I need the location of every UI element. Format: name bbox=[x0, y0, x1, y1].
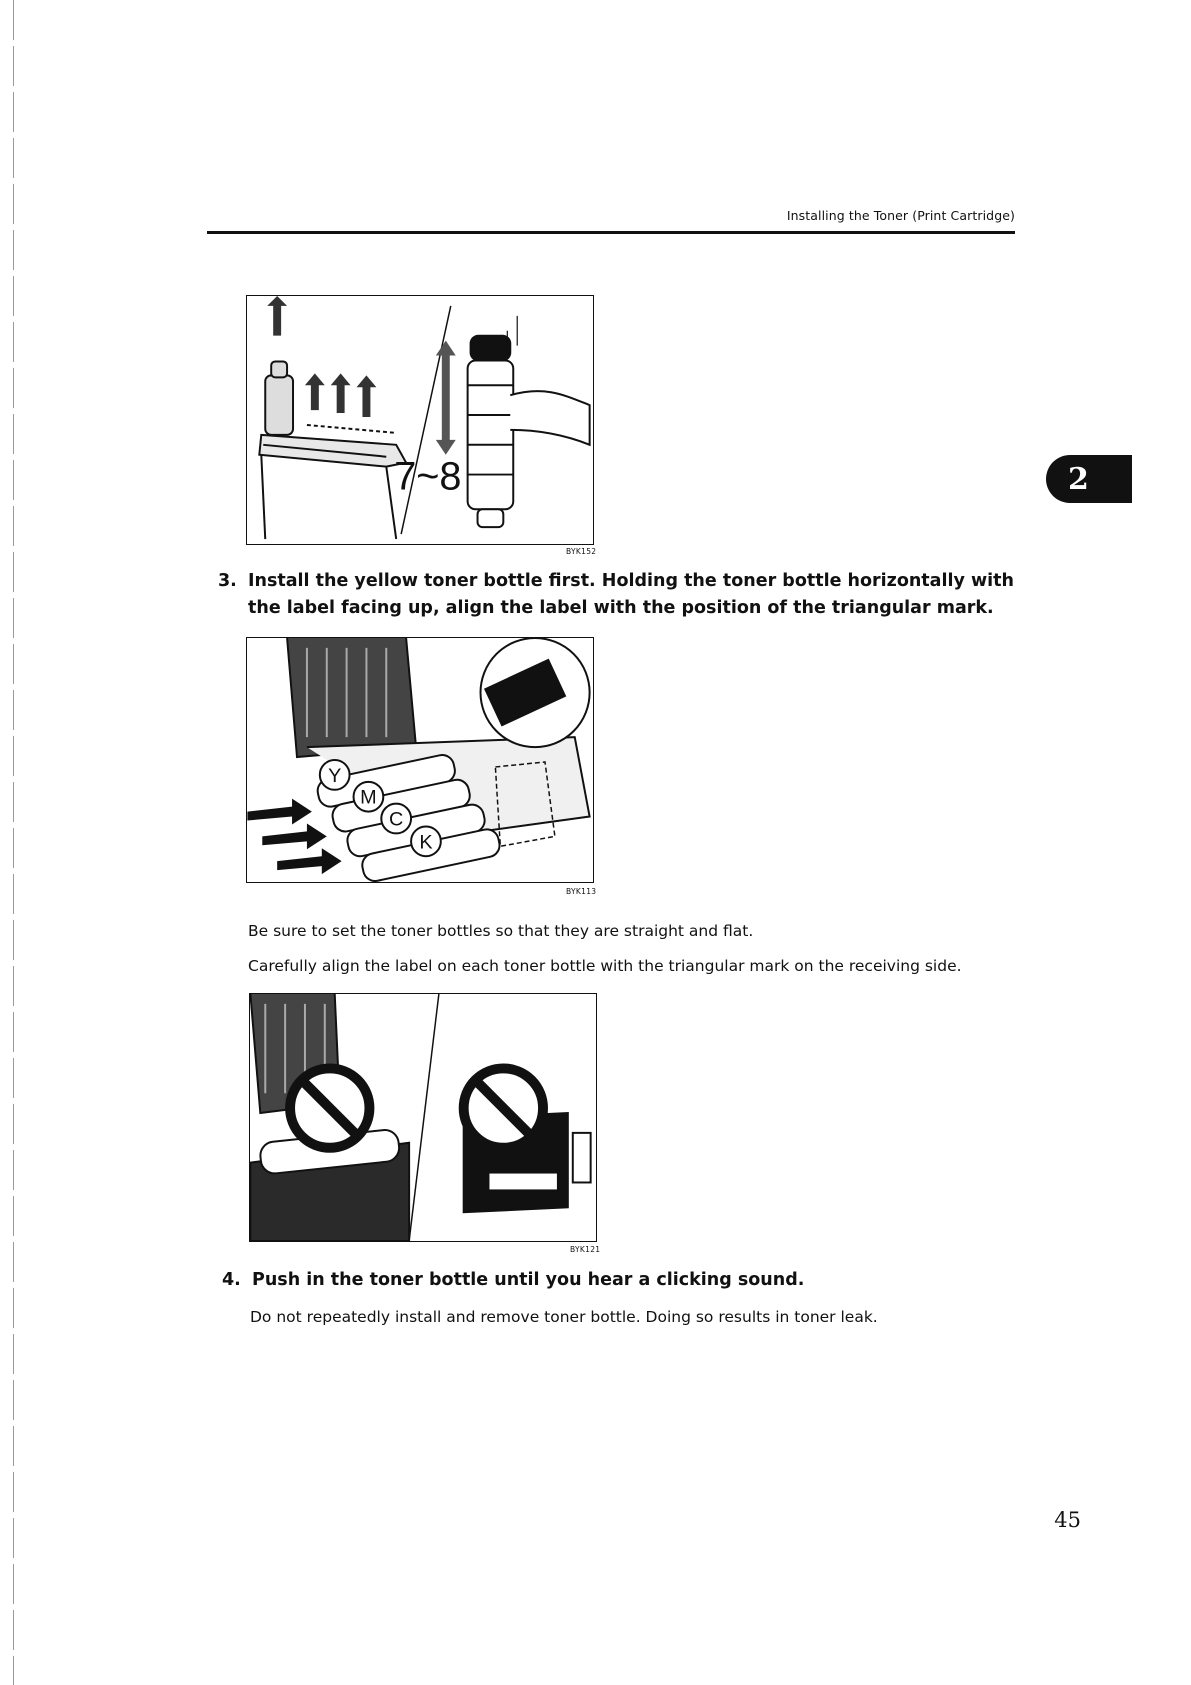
binding-edge-line bbox=[13, 0, 14, 1685]
shake-count-label: 7~8 bbox=[394, 454, 461, 498]
up-down-arrow-icon bbox=[435, 340, 456, 455]
color-label-magenta: M bbox=[360, 787, 377, 809]
figure-code: BYK152 bbox=[566, 547, 597, 556]
note-toner-leak: Do not repeatedly install and remove ton… bbox=[250, 1308, 878, 1326]
color-label-black: K bbox=[419, 831, 432, 853]
incorrect-installation-illustration bbox=[250, 994, 592, 1241]
up-arrow-icons bbox=[267, 296, 377, 418]
color-label-yellow: Y bbox=[328, 765, 341, 787]
figure-code: BYK113 bbox=[566, 887, 597, 896]
shake-toner-illustration: 7~8 bbox=[258, 296, 591, 540]
toner-bottle-drawing bbox=[466, 315, 591, 529]
page-number: 45 bbox=[1054, 1508, 1081, 1532]
step-number: 4. bbox=[222, 1270, 241, 1290]
note-align-label: Carefully align the label on each toner … bbox=[248, 957, 962, 975]
insert-arrow-icons bbox=[247, 798, 342, 875]
figure-code: BYK121 bbox=[570, 1245, 601, 1254]
step-3: 3. Install the yellow toner bottle first… bbox=[218, 568, 1018, 622]
step-text: Install the yellow toner bottle first. H… bbox=[248, 571, 1014, 618]
chapter-tab: 2 bbox=[1046, 455, 1132, 503]
header-rule bbox=[207, 231, 1015, 234]
insert-toner-illustration: Y M C K bbox=[247, 638, 591, 882]
note-set-straight: Be sure to set the toner bottles so that… bbox=[248, 922, 754, 940]
figure-incorrect-installation bbox=[249, 993, 597, 1242]
step-number: 3. bbox=[218, 571, 237, 591]
step-text: Push in the toner bottle until you hear … bbox=[252, 1270, 805, 1290]
running-header-title: Installing the Toner (Print Cartridge) bbox=[786, 208, 1015, 223]
prohibited-icon bbox=[285, 1063, 375, 1153]
chapter-number: 2 bbox=[1068, 461, 1089, 497]
figure-shake-toner-bottle: 7~8 bbox=[246, 295, 594, 545]
prohibited-icon bbox=[458, 1063, 548, 1153]
step-4: 4. Push in the toner bottle until you he… bbox=[222, 1267, 1012, 1294]
figure-insert-toner-bottles: Y M C K bbox=[246, 637, 594, 883]
color-label-cyan: C bbox=[389, 808, 403, 830]
